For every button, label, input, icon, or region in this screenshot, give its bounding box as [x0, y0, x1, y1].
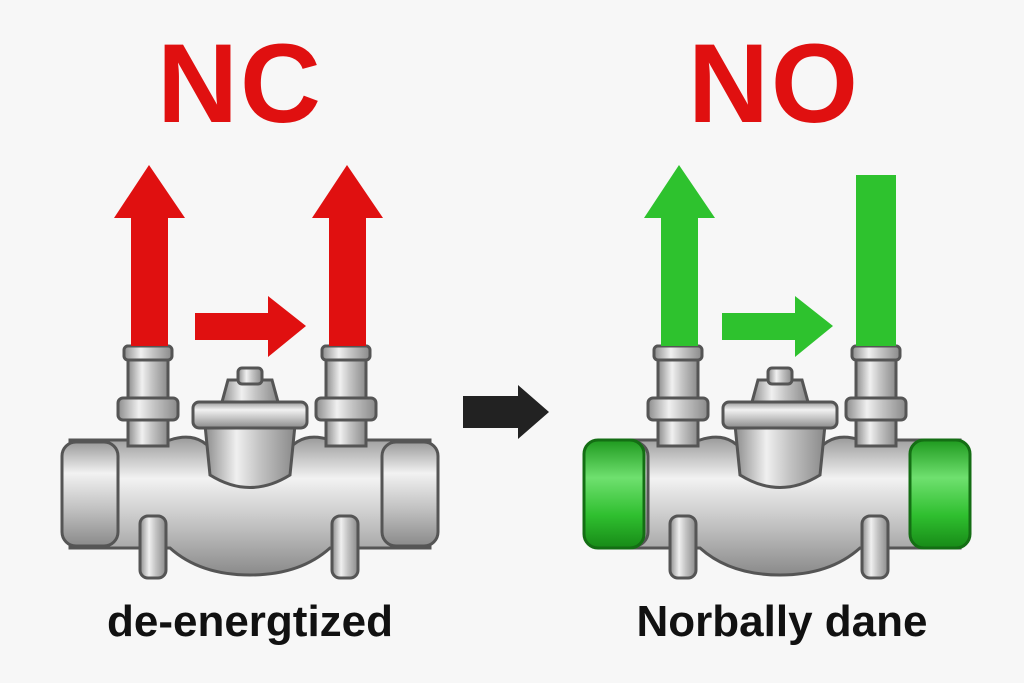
- no-right-bar: [856, 175, 896, 346]
- no-caption: Norbally dane: [636, 597, 928, 646]
- nc-title: NC: [157, 21, 323, 146]
- nc-valve: [60, 344, 440, 580]
- no-title: NO: [688, 21, 860, 146]
- nc-right-up-arrow-icon: [312, 165, 383, 346]
- nc-left-up-arrow-icon: [114, 165, 185, 346]
- no-valve: [582, 344, 972, 580]
- transition-arrow-icon: [463, 385, 549, 439]
- no-left-up-arrow-icon: [644, 165, 715, 346]
- nc-caption: de-energtized: [106, 597, 394, 646]
- nc-flow-right-arrow-icon: [195, 296, 306, 357]
- no-flow-right-arrow-icon: [722, 296, 833, 357]
